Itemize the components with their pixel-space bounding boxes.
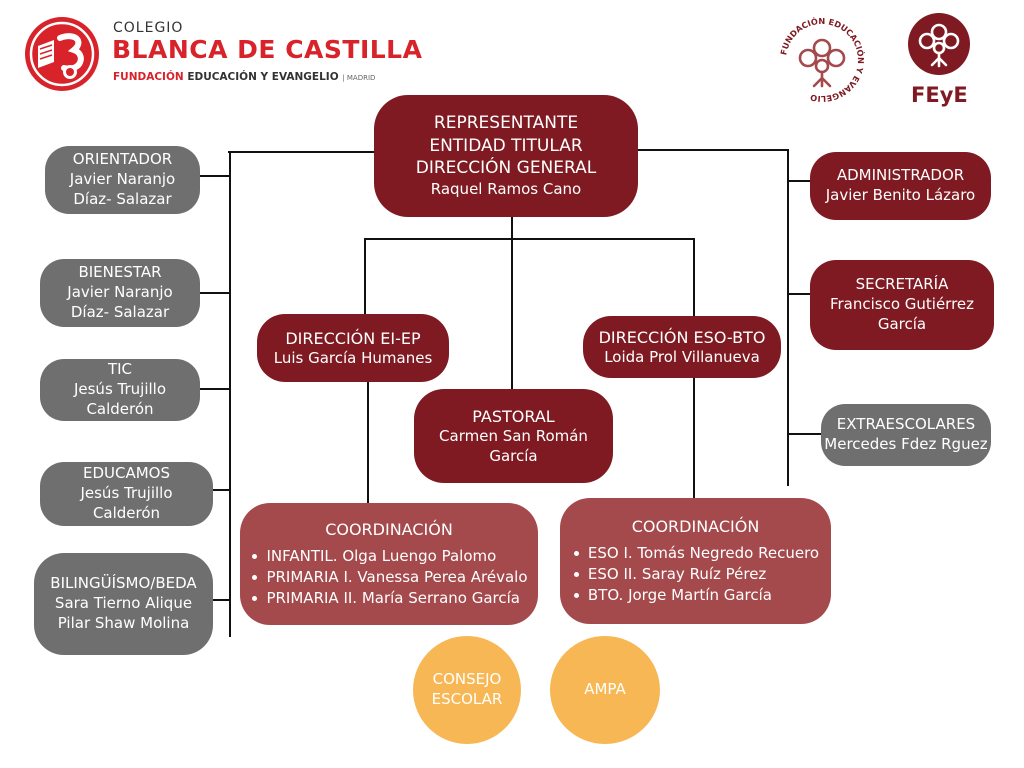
connector-line (364, 238, 695, 240)
connector-line (213, 599, 230, 601)
connector-line (200, 388, 230, 390)
fundacion-word: FUNDACIÓN (113, 71, 184, 83)
connector-line (200, 292, 230, 294)
connector-line (200, 175, 230, 177)
direccion-ei-ep-node: DIRECCIÓN EI-EP Luis García Humanes (257, 314, 449, 382)
administrador-node: ADMINISTRADOR Javier Benito Lázaro (810, 152, 991, 220)
node-title: BILINGÜÍSMO/BEDA (50, 574, 197, 593)
coordinacion-eso-bto-node: COORDINACIÓN ESO I. Tomás Negredo Recuer… (560, 498, 831, 624)
node-person: Carmen San Román (439, 426, 588, 445)
connector-line (788, 180, 810, 182)
coord-item: INFANTIL. Olga Luengo Palomo (250, 546, 527, 567)
bienestar-node: BIENESTAR Javier Naranjo Díaz- Salazar (40, 259, 200, 327)
madrid-word: MADRID (346, 74, 376, 82)
node-person: Jesús Trujillo (80, 484, 173, 503)
node-person: Díaz- Salazar (70, 302, 170, 321)
node-person: Loida Prol Villanueva (604, 347, 760, 366)
school-name: BLANCA DE CASTILLA (112, 35, 423, 64)
node-person: García (877, 314, 927, 333)
node-person: Calderón (92, 503, 161, 522)
node-title: EXTRAESCOLARES (836, 415, 976, 434)
connector-line (364, 238, 366, 315)
direccion-general-node: REPRESENTANTE ENTIDAD TITULAR DIRECCIÓN … (374, 95, 638, 217)
node-person: Javier Naranjo (67, 283, 173, 302)
feye-logo (907, 12, 971, 76)
separator: | (342, 74, 347, 82)
node-title: EDUCAMOS (82, 464, 170, 483)
connector-line (787, 149, 789, 486)
colegio-label: COLEGIO (113, 20, 184, 36)
coord-list: INFANTIL. Olga Luengo Palomo PRIMARIA I.… (250, 546, 528, 609)
connector-line (367, 380, 369, 504)
ampa-circle: AMPA (550, 636, 660, 744)
coord-item: BTO. Jorge Martín García (572, 585, 819, 606)
node-person: Luis García Humanes (273, 348, 433, 367)
coord-list: ESO I. Tomás Negredo Recuero ESO II. Sar… (572, 543, 819, 606)
node-title: ORIENTADOR (72, 150, 173, 169)
connector-line (228, 151, 378, 153)
educamos-node: EDUCAMOS Jesús Trujillo Calderón (40, 462, 213, 526)
connector-line (511, 215, 513, 391)
connector-line (788, 433, 821, 435)
pastoral-node: PASTORAL Carmen San Román García (414, 389, 613, 483)
secretaria-node: SECRETARÍA Francisco Gutiérrez García (810, 260, 994, 350)
node-person: Raquel Ramos Cano (430, 179, 582, 198)
node-person: Javier Benito Lázaro (825, 186, 976, 204)
connector-line (693, 238, 695, 317)
node-line: ENTIDAD TITULAR (429, 135, 583, 156)
coord-item: PRIMARIA I. Vanessa Perea Arévalo (250, 567, 528, 588)
connector-line (229, 151, 231, 637)
node-line: DIRECCIÓN GENERAL (415, 158, 597, 179)
direccion-eso-bto-node: DIRECCIÓN ESO-BTO Loida Prol Villanueva (583, 316, 781, 378)
coord-item: ESO II. Saray Ruíz Pérez (572, 564, 819, 585)
connector-line (693, 378, 695, 499)
node-person: Javier Naranjo (69, 170, 176, 189)
circle-line: CONSEJO (432, 670, 502, 689)
node-title: DIRECCIÓN ESO-BTO (598, 327, 766, 347)
circle-line: ESCOLAR (431, 690, 503, 708)
connector-line (636, 149, 789, 151)
coord-title: COORDINACIÓN (631, 516, 760, 536)
node-person: Díaz- Salazar (73, 189, 172, 208)
tic-node: TIC Jesús Trujillo Calderón (40, 359, 200, 421)
node-person: Sara Tierno Alique (54, 594, 193, 613)
node-title: DIRECCIÓN EI-EP (285, 328, 421, 348)
node-title: ADMINISTRADOR (836, 166, 965, 185)
coord-item: ESO I. Tomás Negredo Recuero (572, 543, 819, 564)
coord-item: PRIMARIA II. María Serrano García (250, 588, 527, 609)
foundation-line: FUNDACIÓN EDUCACIÓN Y EVANGELIO | MADRID (113, 71, 375, 83)
node-person: Calderón (86, 399, 154, 418)
node-person: Jesús Trujillo (73, 380, 167, 399)
node-title: TIC (107, 360, 133, 379)
consejo-escolar-circle: CONSEJO ESCOLAR (413, 636, 521, 744)
bilinguismo-node: BILINGÜÍSMO/BEDA Sara Tierno Alique Pila… (34, 553, 213, 655)
extraescolares-node: EXTRAESCOLARES Mercedes Fdez Rguez (821, 404, 991, 466)
connector-line (788, 293, 810, 295)
coord-title: COORDINACIÓN (325, 519, 453, 539)
circle-line: AMPA (584, 680, 626, 699)
node-title: SECRETARÍA (855, 275, 949, 294)
feye-wordmark: FEyE (911, 83, 968, 107)
node-line: REPRESENTANTE (433, 113, 579, 134)
node-person: Francisco Gutiérrez (829, 295, 975, 314)
connector-line (213, 489, 230, 491)
node-title: BIENESTAR (78, 263, 162, 282)
node-title: PASTORAL (472, 406, 555, 426)
node-person: García (489, 446, 538, 465)
node-person: Mercedes Fdez Rguez (824, 435, 988, 453)
foundation-tree-logo: FUNDACIÓN EDUCACIÓN Y EVANGELIO (776, 14, 868, 106)
orientador-node: ORIENTADOR Javier Naranjo Díaz- Salazar (45, 146, 200, 214)
coordinacion-infantil-primaria-node: COORDINACIÓN INFANTIL. Olga Luengo Palom… (240, 503, 538, 625)
node-person: Pilar Shaw Molina (57, 613, 190, 632)
school-logo (24, 16, 100, 92)
edu-words: EDUCACIÓN Y EVANGELIO (187, 71, 339, 83)
